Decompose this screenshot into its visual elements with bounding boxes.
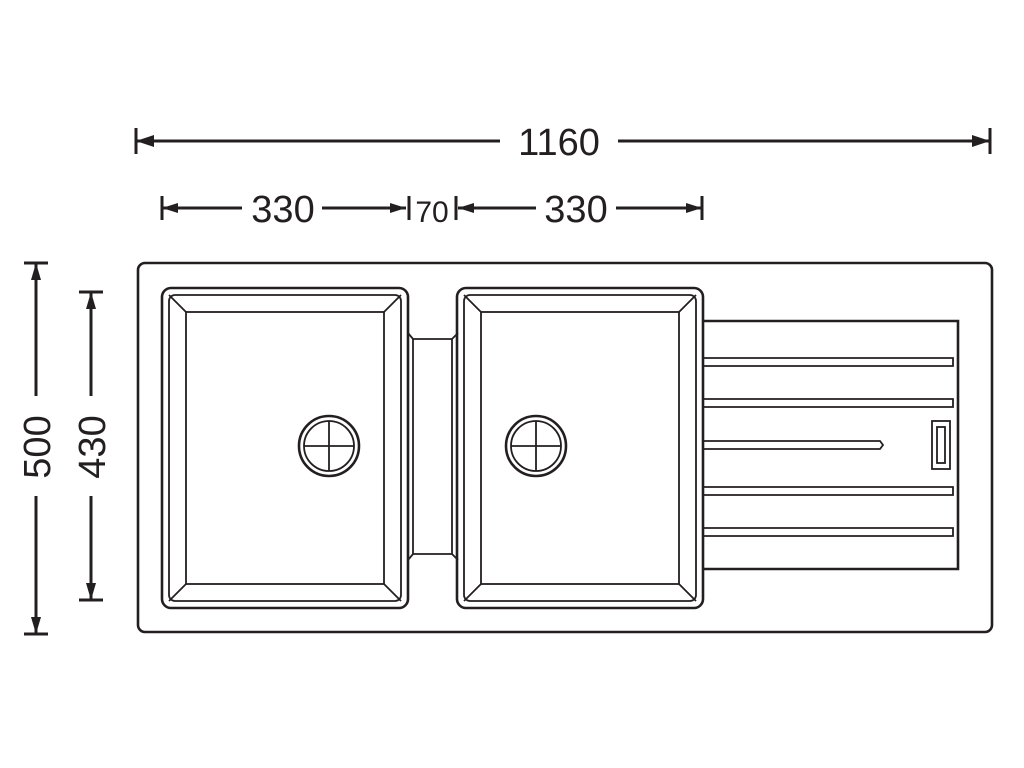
gap-width-label: 70 [415,196,448,229]
sink-outline [136,261,994,634]
dimension-bowl-depth: 430 [69,290,114,602]
overflow-slot [931,420,951,470]
right-bowl [455,286,705,610]
overall-width-label: 1160 [518,122,600,164]
dimension-bowl-widths: 330 70 330 [160,188,704,231]
overall-depth-label: 500 [17,415,59,478]
dimension-overall-depth: 500 [14,261,59,636]
left-bowl-width-label: 330 [251,189,314,231]
right-drain [504,414,568,478]
left-bowl [160,286,410,610]
bowl-depth-label: 430 [72,415,114,478]
center-channel [407,332,459,561]
drainboard [703,319,960,571]
right-bowl-width-label: 330 [544,189,607,231]
dimension-overall-width: 1160 [134,118,992,164]
left-drain [297,414,361,478]
